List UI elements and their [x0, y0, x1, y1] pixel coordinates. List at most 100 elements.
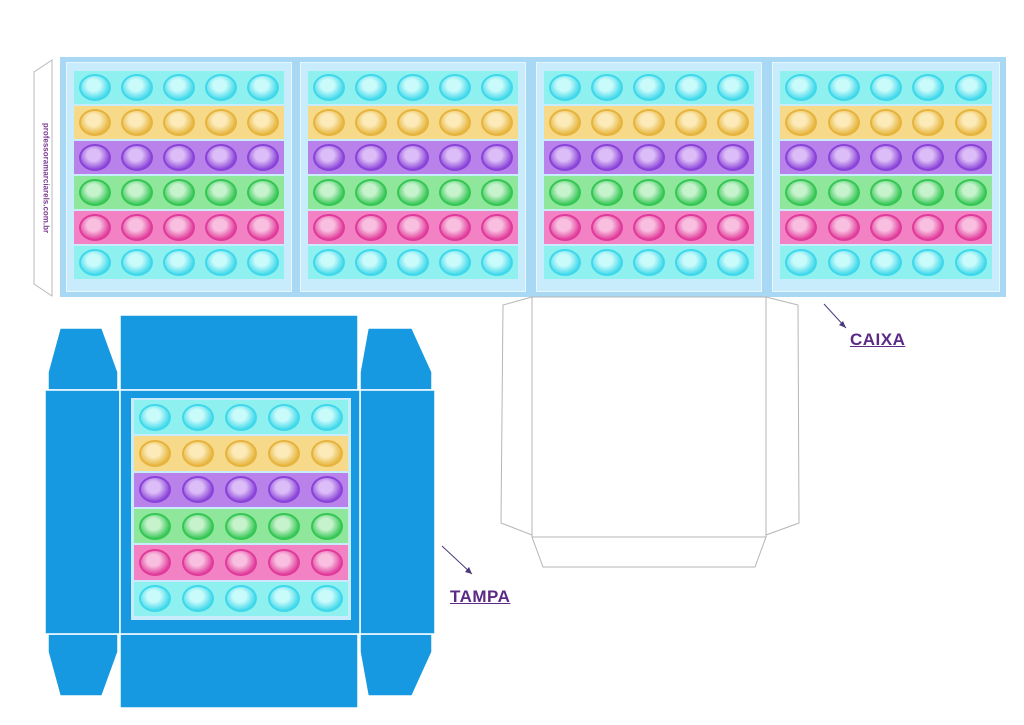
bubble-icon — [481, 179, 513, 206]
bubble-row — [74, 71, 284, 104]
bubble-icon — [717, 179, 749, 206]
bubble-icon — [139, 512, 172, 540]
bubble-icon — [163, 109, 195, 136]
bubble-icon — [121, 109, 153, 136]
bubble-row — [544, 71, 754, 104]
bubble-grid — [74, 71, 284, 281]
bubble-icon — [397, 144, 429, 171]
bubble-icon — [827, 74, 860, 101]
bubble-icon — [310, 512, 343, 540]
bubble-icon — [247, 179, 279, 206]
bubble-icon — [954, 249, 987, 276]
bubble-icon — [224, 512, 257, 540]
bubble-icon — [224, 548, 257, 576]
bubble-icon — [954, 144, 987, 171]
bubble-row — [544, 176, 754, 209]
bubble-icon — [247, 144, 279, 171]
bubble-icon — [182, 512, 215, 540]
bubble-icon — [205, 109, 237, 136]
bubble-icon — [591, 109, 623, 136]
bubble-icon — [675, 144, 707, 171]
bubble-icon — [481, 144, 513, 171]
bubble-icon — [912, 144, 945, 171]
lid-corner-br — [359, 633, 433, 697]
bubble-icon — [224, 476, 257, 504]
bubble-icon — [633, 144, 665, 171]
bubble-icon — [633, 109, 665, 136]
tampa-label: TAMPA — [450, 587, 511, 606]
bubble-icon — [591, 214, 623, 241]
bubble-icon — [182, 439, 215, 467]
bubble-row — [780, 71, 992, 104]
bubble-icon — [79, 214, 111, 241]
bubble-icon — [79, 74, 111, 101]
bubble-icon — [310, 439, 343, 467]
bubble-icon — [247, 249, 279, 276]
bubble-icon — [79, 249, 111, 276]
lid-top-flap — [119, 314, 359, 391]
bubble-icon — [717, 144, 749, 171]
bubble-icon — [912, 249, 945, 276]
bubble-icon — [205, 179, 237, 206]
side-glue-tab: professoramarciarels.com.br — [33, 59, 54, 297]
bubble-row — [308, 106, 518, 139]
bubble-icon — [355, 109, 387, 136]
caixa-arrow-icon — [823, 303, 847, 329]
bubble-icon — [355, 74, 387, 101]
bubble-icon — [869, 249, 902, 276]
bubble-icon — [591, 144, 623, 171]
bubble-icon — [912, 214, 945, 241]
bubble-icon — [313, 74, 345, 101]
bubble-grid — [308, 71, 518, 281]
bubble-row — [780, 141, 992, 174]
bubble-icon — [247, 109, 279, 136]
bubble-icon — [827, 109, 860, 136]
bubble-icon — [633, 214, 665, 241]
bubble-row — [74, 211, 284, 244]
bubble-icon — [205, 144, 237, 171]
box-wall-panel-1 — [66, 62, 292, 292]
bubble-row — [74, 176, 284, 209]
bubble-icon — [481, 214, 513, 241]
bubble-icon — [481, 249, 513, 276]
bubble-row — [308, 176, 518, 209]
bubble-icon — [139, 548, 172, 576]
bubble-icon — [121, 179, 153, 206]
bubble-icon — [313, 144, 345, 171]
bubble-icon — [785, 249, 818, 276]
bubble-icon — [182, 585, 215, 613]
bubble-icon — [633, 74, 665, 101]
bubble-icon — [717, 74, 749, 101]
bubble-icon — [439, 74, 471, 101]
bubble-icon — [549, 144, 581, 171]
bubble-icon — [224, 439, 257, 467]
bubble-icon — [247, 74, 279, 101]
bubble-row — [308, 141, 518, 174]
bubble-icon — [139, 476, 172, 504]
bubble-icon — [912, 109, 945, 136]
box-wall-panel-3 — [536, 62, 762, 292]
bubble-icon — [675, 214, 707, 241]
bubble-icon — [313, 179, 345, 206]
bubble-icon — [267, 476, 300, 504]
bubble-icon — [267, 403, 300, 431]
bubble-icon — [869, 144, 902, 171]
bubble-icon — [591, 74, 623, 101]
bubble-icon — [954, 214, 987, 241]
bubble-row — [134, 509, 348, 544]
bubble-grid — [544, 71, 754, 281]
bubble-row — [74, 246, 284, 279]
bubble-icon — [355, 144, 387, 171]
bubble-icon — [954, 74, 987, 101]
bubble-icon — [121, 74, 153, 101]
bubble-icon — [785, 109, 818, 136]
bubble-icon — [355, 214, 387, 241]
bubble-icon — [439, 179, 471, 206]
bubble-row — [544, 106, 754, 139]
bubble-icon — [397, 109, 429, 136]
bubble-icon — [267, 548, 300, 576]
bubble-icon — [267, 439, 300, 467]
bubble-icon — [139, 403, 172, 431]
bubble-icon — [310, 476, 343, 504]
bubble-icon — [549, 109, 581, 136]
